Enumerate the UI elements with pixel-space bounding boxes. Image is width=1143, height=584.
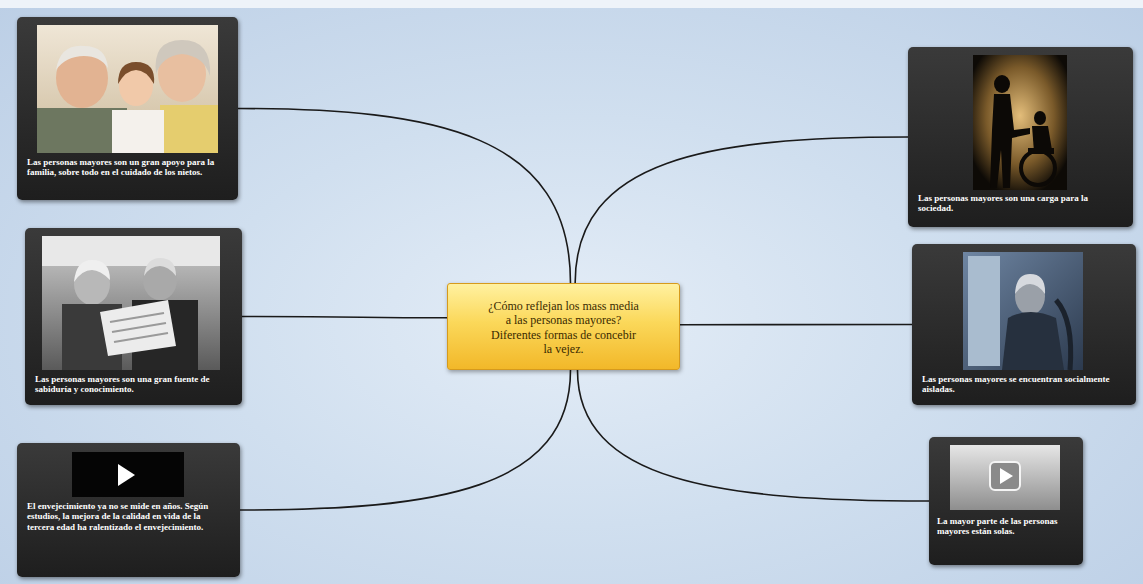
- topic-card: Las personas mayores son un gran apoyo p…: [17, 17, 238, 200]
- branch-line: [238, 109, 570, 284]
- wheelchair-silhouette: [973, 55, 1067, 190]
- topic-card: La mayor parte de las personas mayores e…: [929, 437, 1083, 565]
- central-topic: ¿Cómo reflejan los mass media a las pers…: [447, 283, 680, 370]
- card-caption: Las personas mayores son una carga para …: [918, 193, 1123, 214]
- topic-card: El envejecimiento ya no se mide en años.…: [17, 443, 240, 577]
- branch-line: [242, 317, 447, 318]
- topic-card: Las personas mayores se encuentran socia…: [912, 244, 1136, 405]
- family-photo: [37, 25, 218, 153]
- topic-title: ¿Cómo reflejan los mass media a las pers…: [486, 299, 641, 357]
- topic-card: Las personas mayores son una gran fuente…: [25, 228, 242, 405]
- text-holder: Las personas mayores son una gran fuente…: [35, 374, 232, 395]
- text-holder: La mayor parte de las personas mayores e…: [937, 516, 1075, 537]
- card-caption: La mayor parte de las personas mayores e…: [937, 516, 1075, 537]
- card-caption: Las personas mayores son una gran fuente…: [35, 374, 232, 395]
- text-holder: Las personas mayores se encuentran socia…: [922, 374, 1126, 395]
- card-caption: El envejecimiento ya no se mide en años.…: [27, 501, 230, 532]
- text-holder: Las personas mayores son un gran apoyo p…: [27, 157, 228, 178]
- branch-line: [577, 370, 929, 501]
- isolation-photo: [963, 252, 1083, 370]
- card-caption: Las personas mayores se encuentran socia…: [922, 374, 1126, 395]
- card-caption: Las personas mayores son un gran apoyo p…: [27, 157, 228, 178]
- branch-line: [680, 324, 912, 326]
- text-holder: Las personas mayores son una carga para …: [918, 193, 1123, 214]
- branch-line: [575, 137, 908, 283]
- video-thumbnail: [950, 445, 1060, 510]
- text-holder: ¿Cómo reflejan los mass media a las pers…: [486, 299, 641, 357]
- text-holder: El envejecimiento ya no se mide en años.…: [27, 501, 230, 532]
- video-thumbnail: [72, 452, 184, 497]
- reading-photo: [42, 236, 220, 370]
- branch-line: [240, 370, 570, 510]
- top-band: [0, 0, 1143, 8]
- topic-card: Las personas mayores son una carga para …: [908, 47, 1133, 227]
